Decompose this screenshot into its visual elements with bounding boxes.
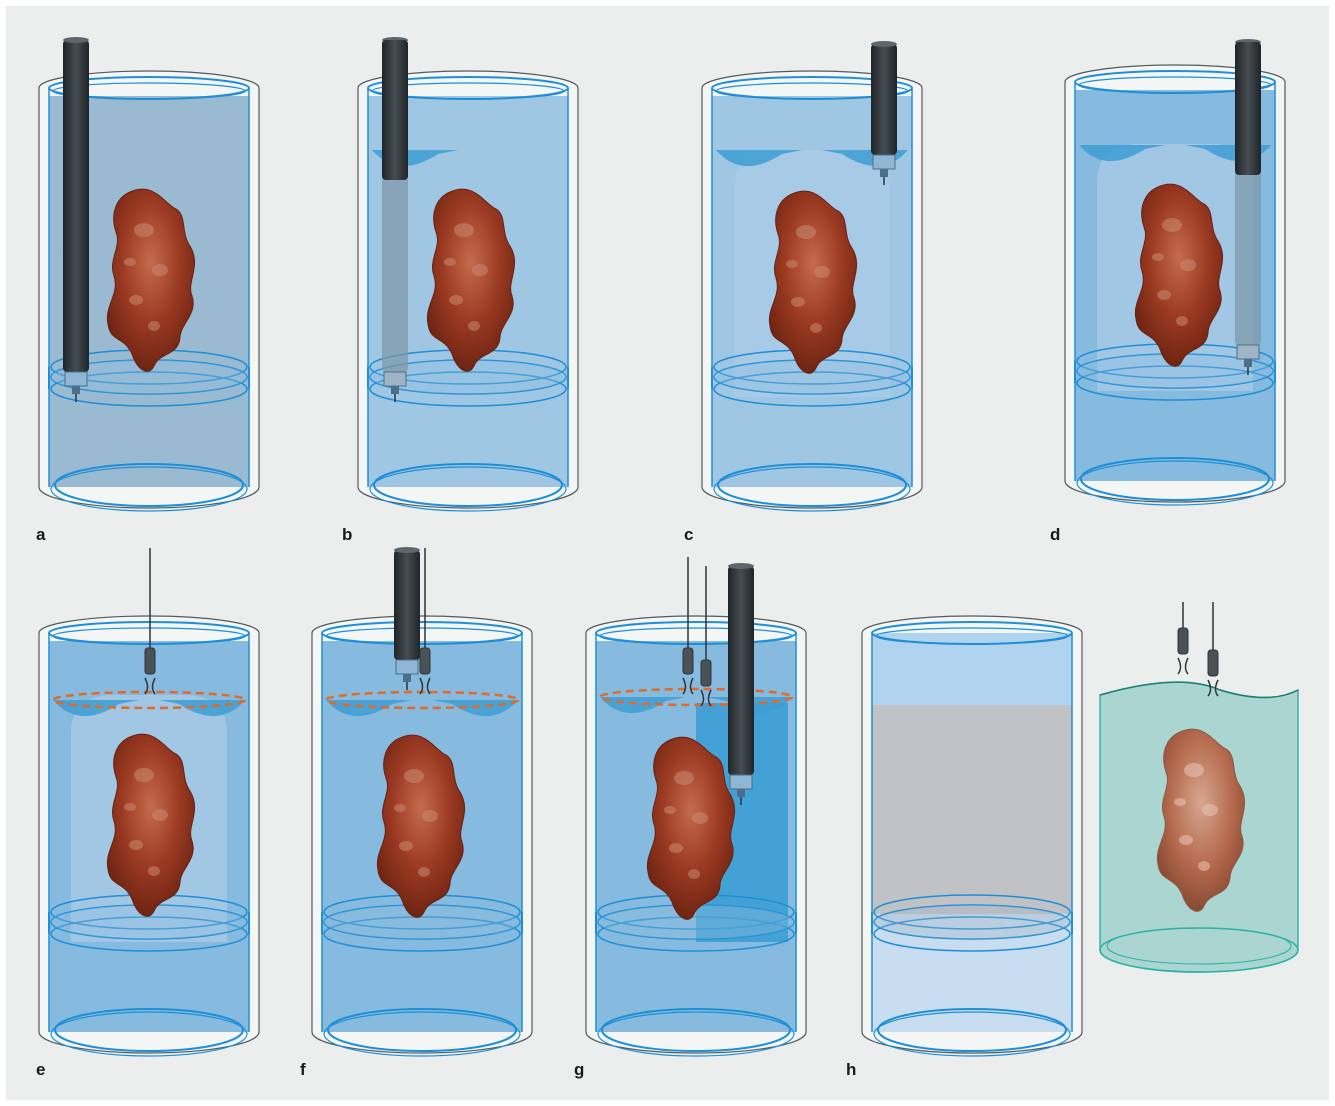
panel-h xyxy=(862,616,1082,1056)
panel-label-c: c xyxy=(684,525,693,544)
panel-d xyxy=(1065,39,1285,505)
panel-label-f: f xyxy=(300,1060,306,1079)
ultrasound-probe-icon xyxy=(394,550,420,660)
inner-ring xyxy=(874,905,1070,939)
panel-e xyxy=(39,548,259,1056)
panel-label-g: g xyxy=(574,1060,584,1079)
panel-a xyxy=(39,37,259,511)
panel-label-a: a xyxy=(36,525,46,544)
ultrasound-probe-icon xyxy=(728,566,754,775)
panel-label-d: d xyxy=(1050,525,1060,544)
gray-filling xyxy=(872,705,1072,914)
panel-b xyxy=(358,37,578,511)
panel-g xyxy=(586,557,806,1056)
panel-label-h: h xyxy=(846,1060,856,1079)
panel-label-b: b xyxy=(342,525,352,544)
ultrasound-probe-icon xyxy=(63,40,89,372)
panel-c xyxy=(702,41,922,511)
panel-label-e: e xyxy=(36,1060,45,1079)
ultrasound-probe-icon xyxy=(871,44,897,155)
panel-f xyxy=(312,547,532,1056)
